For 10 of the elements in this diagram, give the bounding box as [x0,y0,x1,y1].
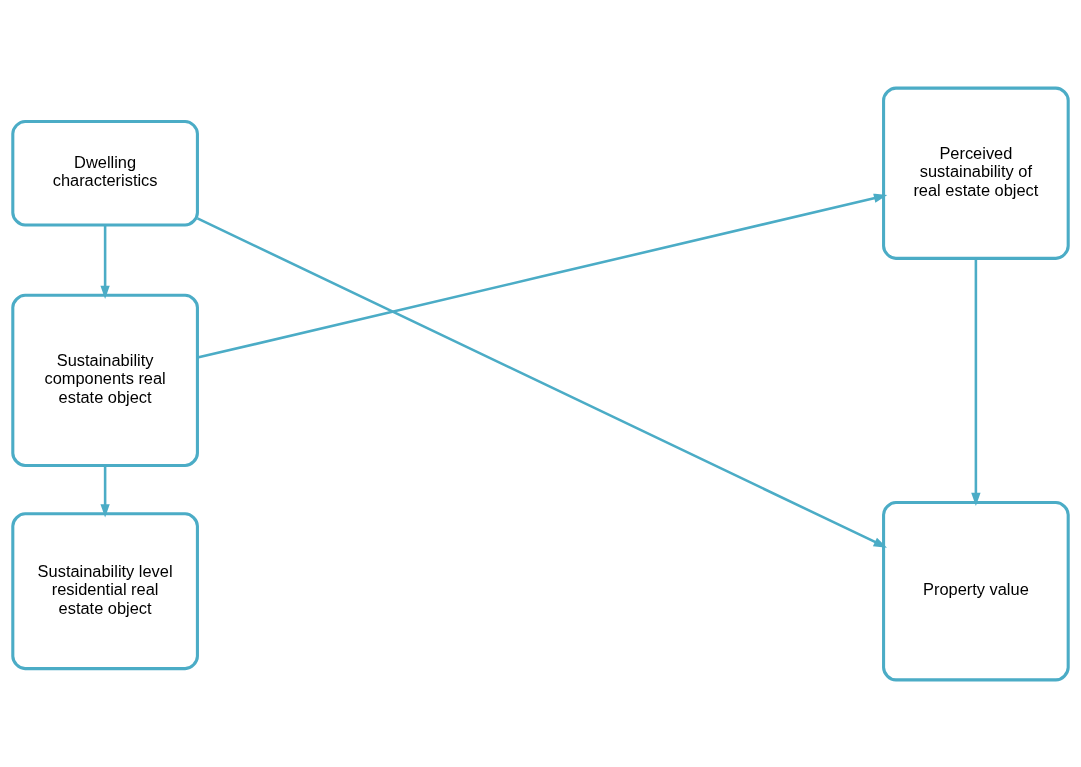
arrow [196,216,887,548]
node-box: Dwelling characteristics [11,119,199,227]
node-box: Sustainability components real estate object [11,293,199,467]
node-box: Property value [882,500,1070,681]
node-box: Perceived sustainability of real estate object [882,86,1070,260]
arrow [100,465,110,517]
node-box: Sustainability level residential real estate object [11,511,199,670]
arrow [100,224,110,299]
arrow [197,193,888,359]
arrow [971,257,981,506]
